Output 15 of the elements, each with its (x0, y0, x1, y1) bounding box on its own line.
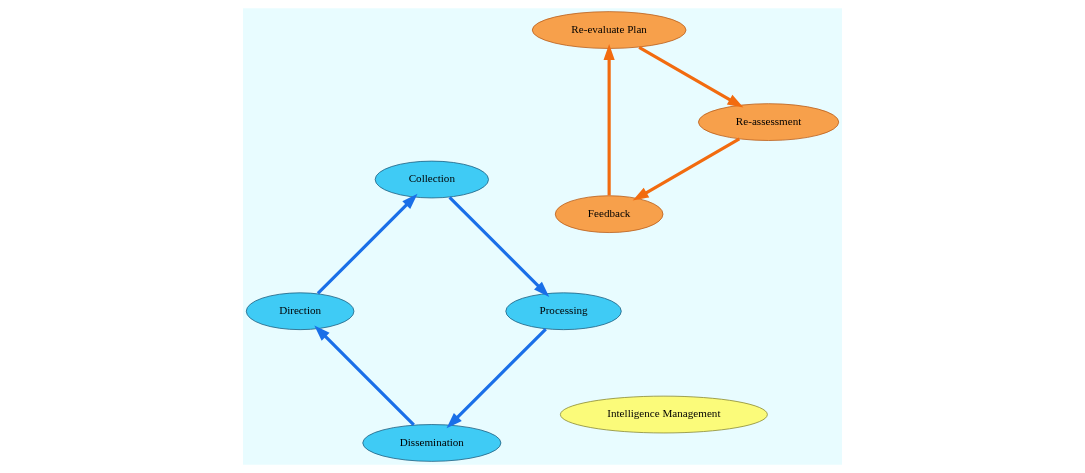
arrow (314, 325, 415, 427)
arrow (638, 46, 744, 108)
node-ellipse: Collection (374, 160, 489, 199)
arrow (632, 137, 741, 201)
arrow (316, 193, 418, 295)
node-ellipse: Feedback (554, 195, 664, 233)
arrow (603, 43, 615, 196)
node-ellipse: Dissemination (362, 424, 502, 462)
node-ellipse: Re-assessment (698, 103, 840, 141)
arrow (446, 327, 547, 429)
node-ellipse: Re-evaluate Plan (531, 11, 687, 49)
node-ellipse: Direction (245, 292, 355, 331)
node-ellipse: Processing (505, 292, 622, 331)
node-ellipse: Intelligence Management (560, 395, 768, 434)
arrow (448, 196, 550, 297)
